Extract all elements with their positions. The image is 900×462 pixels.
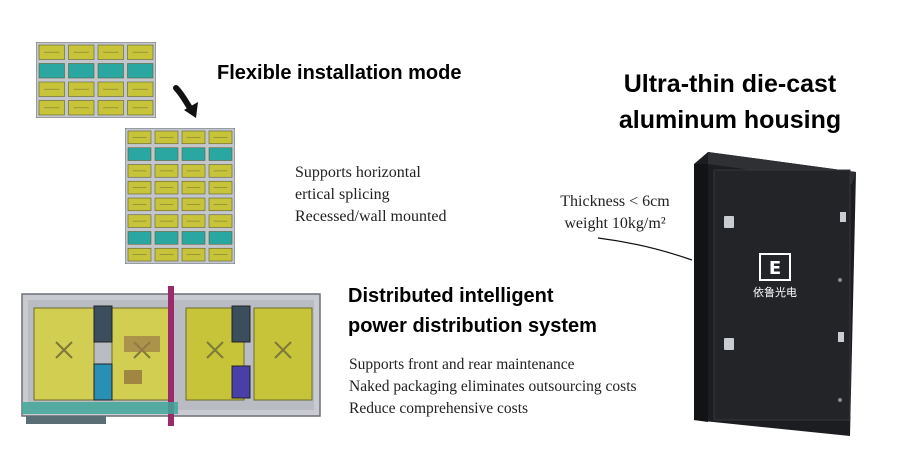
housing-title-line: Ultra-thin die-cast — [623, 70, 837, 98]
cabinet-diagram-large — [125, 128, 235, 264]
power-title-line: power distribution system — [348, 315, 597, 337]
power-system-title: Distributed intelligent power distributi… — [348, 281, 597, 341]
power-line: Naked packaging eliminates outsourcing c… — [349, 378, 637, 395]
brand-logo-mark: E — [769, 258, 781, 279]
housing-title-line: aluminum housing — [618, 106, 842, 134]
cabinet-photo: E 依鲁光电 — [694, 152, 856, 436]
pointer-line — [597, 237, 693, 261]
flex-line: ertical splicing — [295, 186, 390, 203]
cabinet-diagram-small — [36, 42, 156, 118]
flexible-installation-title: Flexible installation mode — [217, 62, 462, 84]
weight-spec: weight 10kg/m² — [564, 215, 666, 232]
thickness-spec: Thickness < 6cm — [560, 193, 670, 210]
flex-line: Supports horizontal — [295, 164, 421, 181]
arrow-down-icon — [173, 85, 198, 118]
flex-line: Recessed/wall mounted — [295, 208, 447, 225]
flexible-installation-list: Supports horizontal ertical splicing Rec… — [295, 162, 447, 228]
power-distribution-diagram — [21, 286, 321, 426]
housing-title: Ultra-thin die-cast aluminum housing — [600, 66, 860, 138]
power-line: Supports front and rear maintenance — [349, 356, 575, 373]
power-title-line: Distributed intelligent — [348, 285, 554, 307]
power-system-list: Supports front and rear maintenance Nake… — [349, 354, 637, 420]
power-line: Reduce comprehensive costs — [349, 400, 529, 417]
housing-spec: Thickness < 6cm weight 10kg/m² — [540, 191, 690, 235]
brand-logo-text: 依鲁光电 — [753, 285, 797, 299]
